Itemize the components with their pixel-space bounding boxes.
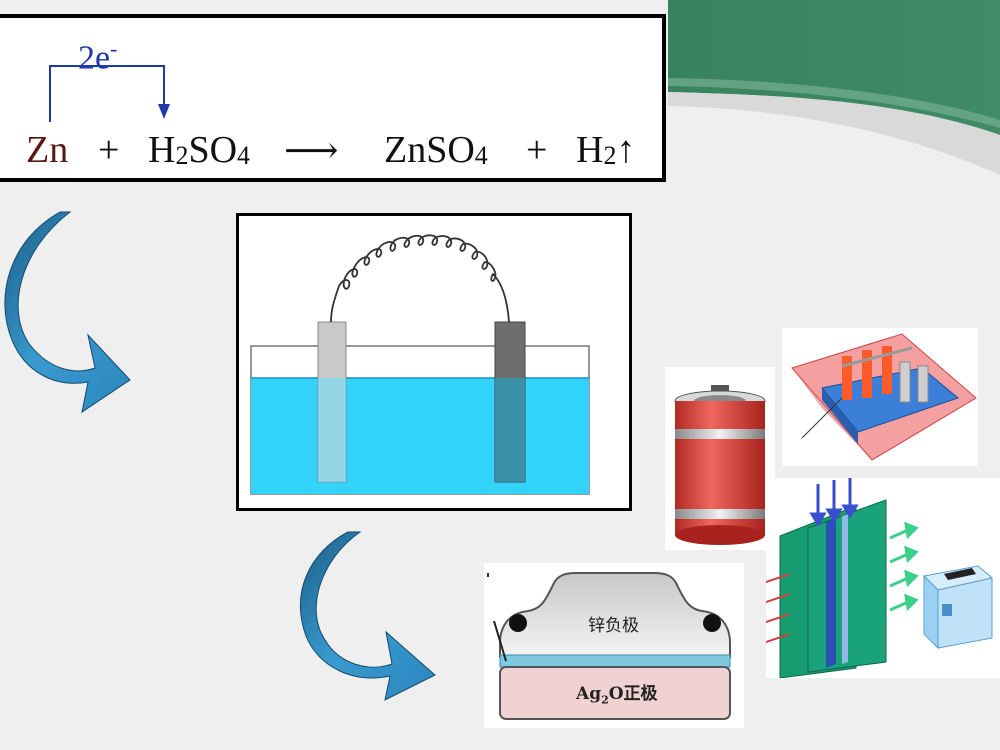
curved-arrow-icon-bottom (299, 531, 436, 701)
reaction-arrow-icon: ⟶ (284, 130, 339, 172)
negative-electrode-label: 锌负极 (588, 616, 639, 636)
curved-arrow-icon-left (4, 211, 131, 414)
pem-fuel-cell-image (765, 478, 1000, 679)
button-cell-illustration (487, 572, 731, 720)
pem-fuel-cell-illustration (765, 478, 994, 679)
reactant-zn: Zn (26, 129, 69, 171)
electron-transfer-arrow-icon (49, 65, 170, 122)
reactant-h2so4: H2SO4 (148, 129, 251, 171)
product-znso4: ZnSO4 (384, 129, 488, 171)
header-swoosh (0, 0, 1000, 175)
positive-electrode-label: Ag2O正极 (576, 684, 658, 707)
fuel-cell-stack-illustration (791, 333, 977, 461)
fuel-cell-module-icon (922, 565, 994, 650)
product-h2: H2↑ (576, 129, 636, 171)
plus-sign-2: + (526, 129, 548, 171)
separator-layer (499, 654, 731, 668)
button-cell-cross-section: 锌负极 Ag2O正极 (484, 563, 744, 728)
electron-transfer-label: 2e- (78, 36, 118, 77)
electrolyte-solution (251, 378, 589, 494)
connecting-wire (330, 234, 510, 323)
fuel-cell-stack-image (782, 328, 978, 466)
seal-gasket-right (703, 614, 721, 632)
galvanic-cell-illustration (250, 234, 590, 495)
equation-box: 2e- Zn + H2SO4 ⟶ ZnSO4 + H2↑ (0, 14, 666, 182)
zinc-anode-region (499, 572, 731, 658)
cylindrical-battery-image (665, 367, 775, 550)
seal-gasket-left (509, 614, 527, 632)
plus-sign-1: + (98, 129, 120, 171)
galvanic-cell-diagram (236, 213, 632, 511)
battery-icon (674, 385, 766, 545)
silver-oxide-cathode-region (499, 666, 731, 720)
